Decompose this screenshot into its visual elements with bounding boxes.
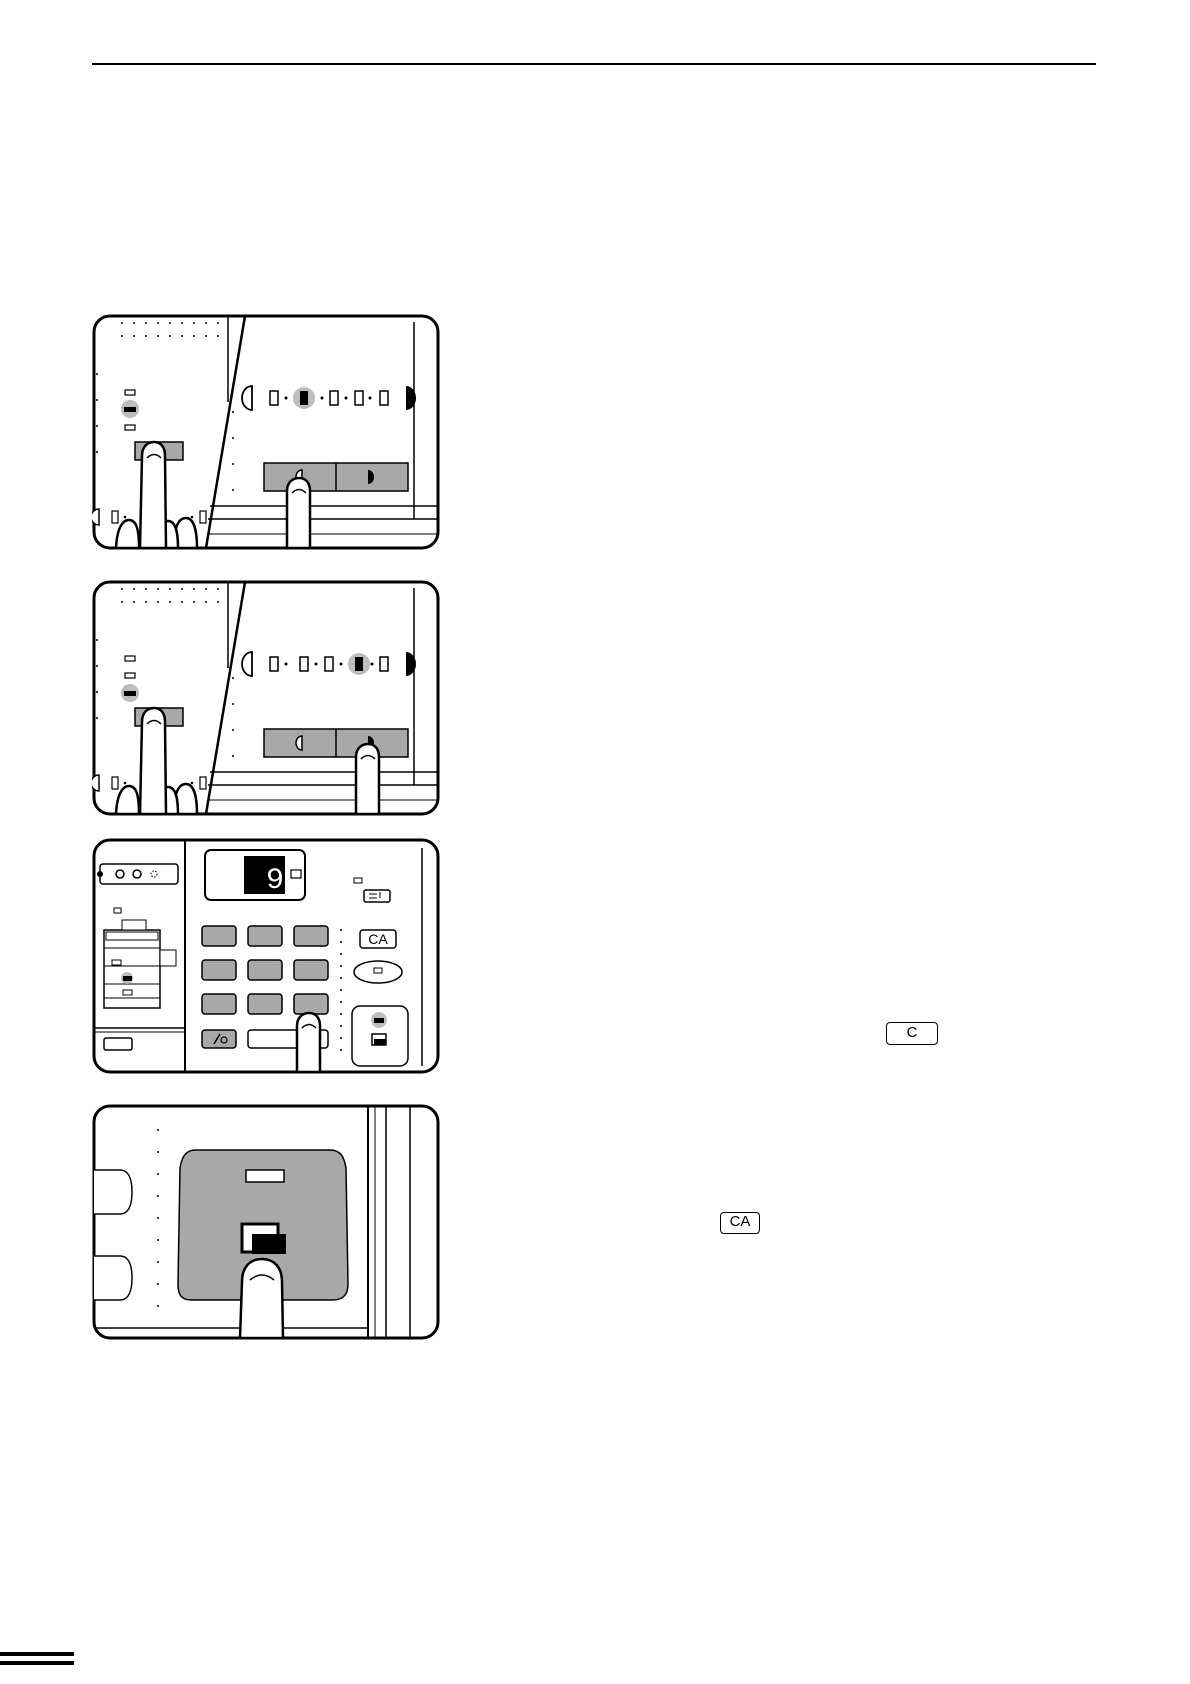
header-rule	[92, 63, 1096, 65]
illustration-exposure-darker	[92, 580, 440, 816]
clear-key-icon: C	[886, 1022, 938, 1045]
footer-bar	[0, 1652, 74, 1656]
illustration-copy-quantity-keypad: 9 CA	[92, 838, 440, 1074]
illustration-exposure-lighter	[92, 314, 440, 550]
footer-bar	[0, 1661, 74, 1665]
illustration-start-key	[92, 1104, 440, 1340]
clear-all-key-label: CA	[368, 931, 388, 947]
clear-all-key-icon: CA	[720, 1212, 760, 1234]
copy-count-display: 9	[266, 864, 284, 898]
